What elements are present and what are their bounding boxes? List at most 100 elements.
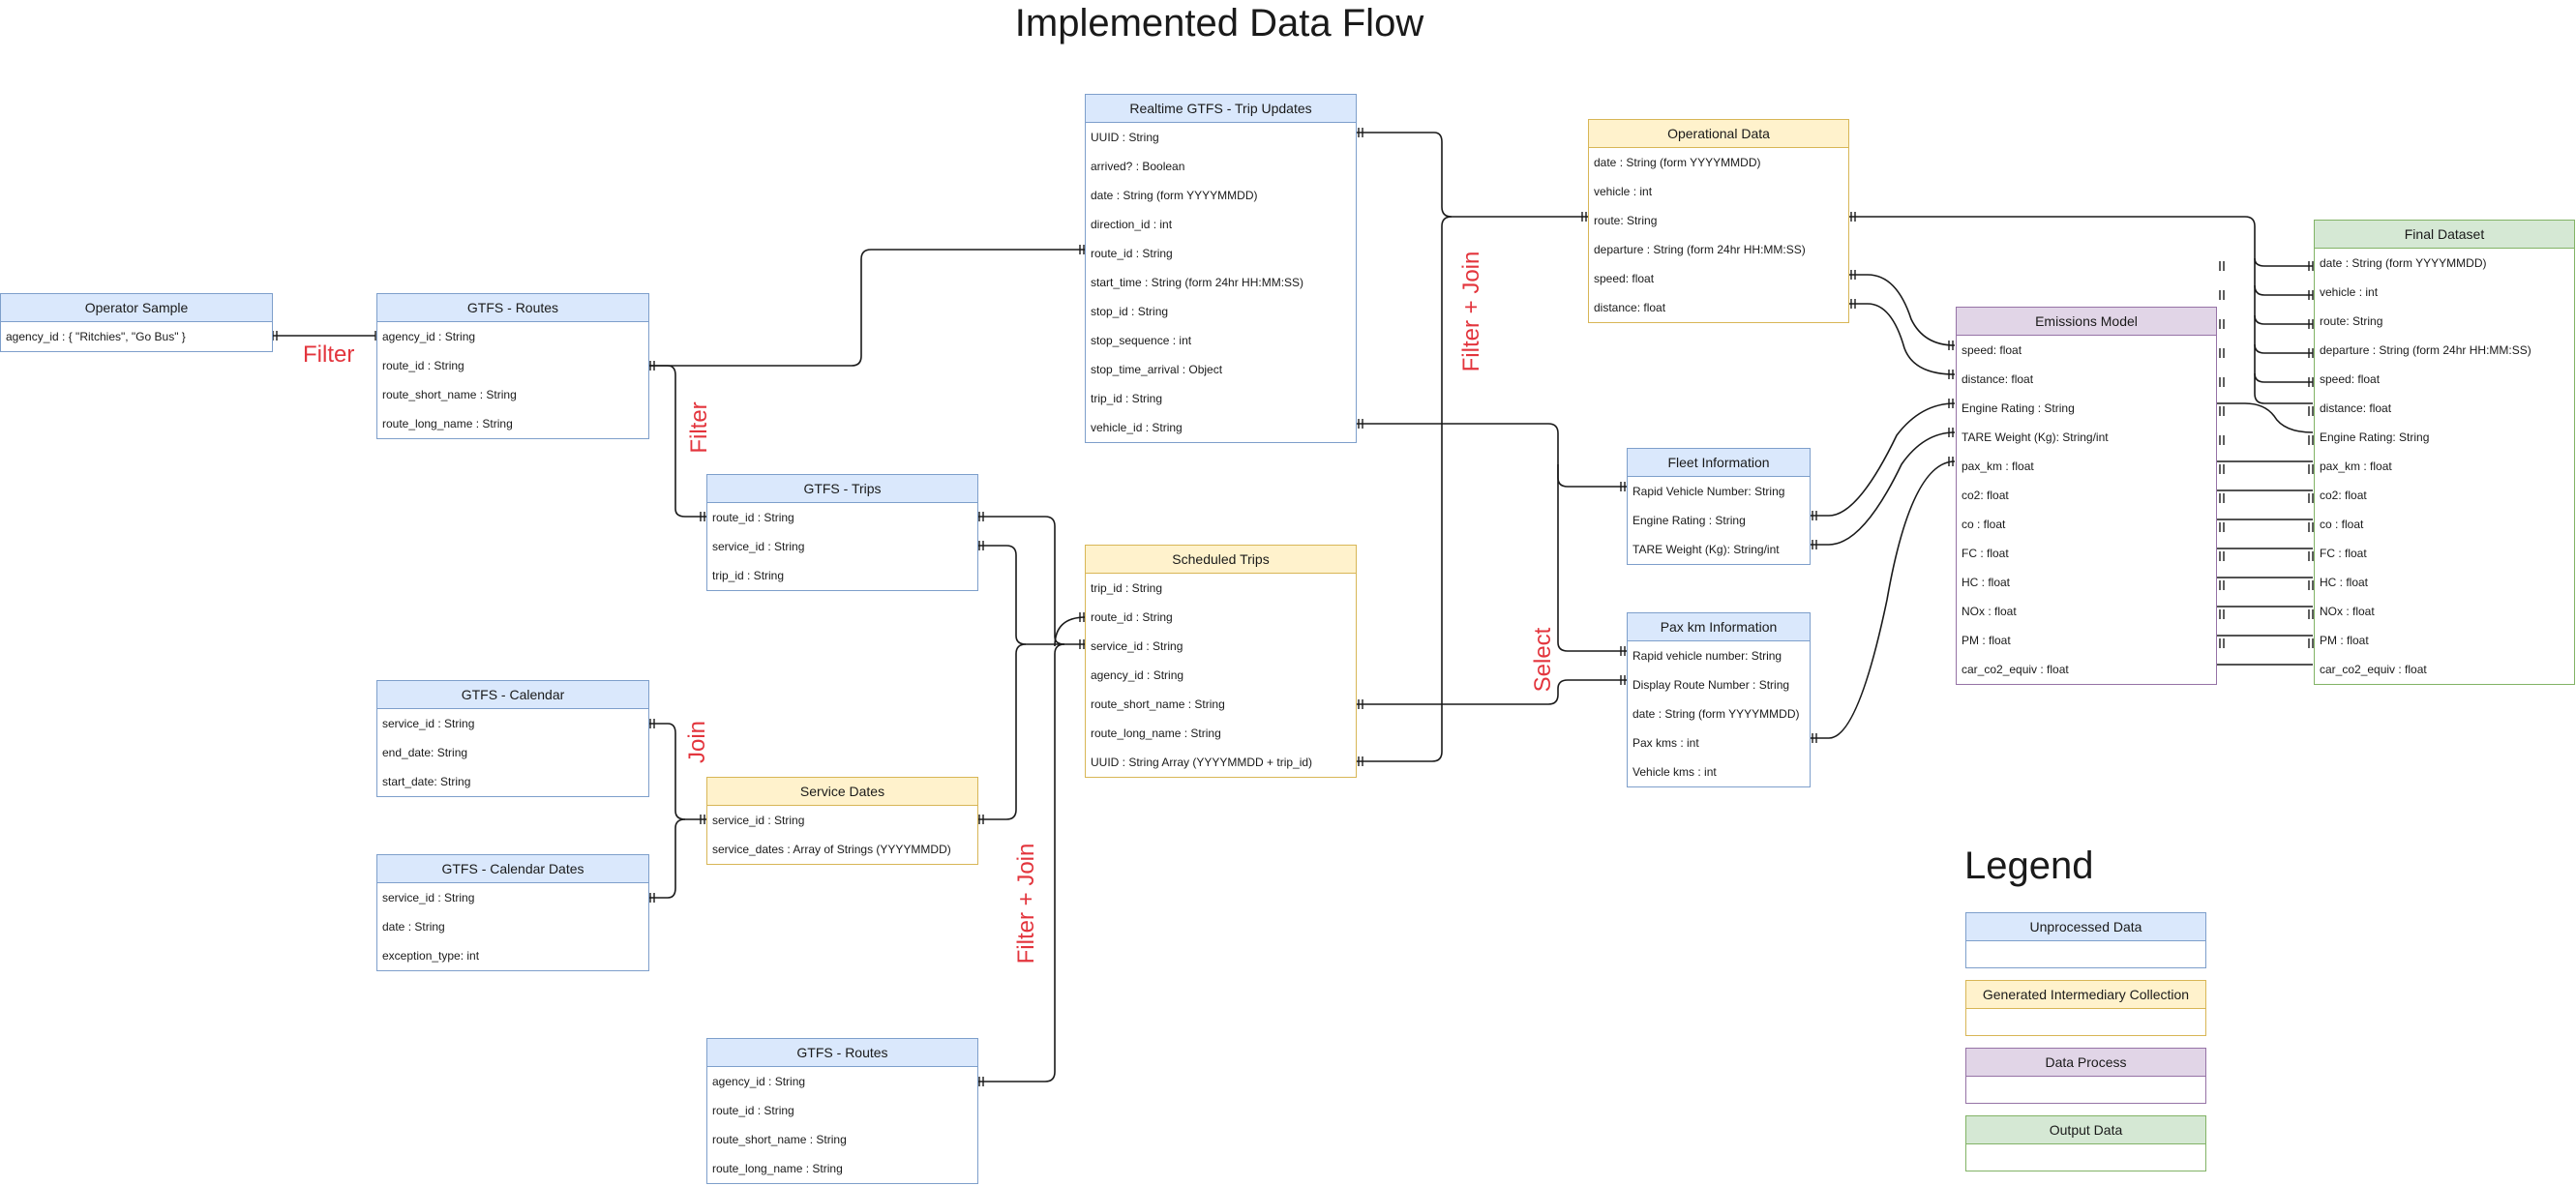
legend-item-label: Unprocessed Data xyxy=(1966,913,2205,941)
entity-fields: date : String (form YYYYMMDD)vehicle : i… xyxy=(1589,148,1848,322)
entity-header: Pax km Information xyxy=(1628,613,1810,641)
entity-field: route_id : String xyxy=(1091,610,1173,624)
entity-field: agency_id : String xyxy=(382,330,476,343)
operation-label-filter: Filter xyxy=(686,401,712,454)
entity-header: GTFS - Routes xyxy=(377,294,648,322)
entity-field: service_dates : Array of Strings (YYYYMM… xyxy=(712,843,951,856)
entity-field: agency_id : { "Ritchies", "Go Bus" } xyxy=(6,330,186,343)
entity-fleet-information[interactable]: Fleet Information Rapid Vehicle Number: … xyxy=(1627,448,1811,565)
entity-operational-data[interactable]: Operational Data date : String (form YYY… xyxy=(1588,119,1849,323)
entity-field: co2: float xyxy=(2320,489,2367,502)
entity-field: agency_id : String xyxy=(1091,668,1184,682)
entity-header: GTFS - Calendar xyxy=(377,681,648,709)
entity-field: route_id : String xyxy=(382,359,464,372)
entity-field: stop_time_arrival : Object xyxy=(1091,363,1223,376)
legend-item-unprocessed: Unprocessed Data xyxy=(1965,912,2206,968)
entity-field: vehicle : int xyxy=(2320,285,2379,299)
entity-field: stop_id : String xyxy=(1091,305,1169,318)
legend-item-process: Data Process xyxy=(1965,1048,2206,1104)
entity-header: Operational Data xyxy=(1589,120,1848,148)
entity-field: start_time : String (form 24hr HH:MM:SS) xyxy=(1091,276,1304,289)
entity-header: GTFS - Trips xyxy=(707,475,977,503)
entity-fields: date : String (form YYYYMMDD)vehicle : i… xyxy=(2315,249,2574,684)
entity-field: trip_id : String xyxy=(712,569,785,582)
entity-field: date : String xyxy=(382,920,445,934)
operation-label-filter-join: Filter + Join xyxy=(1458,251,1484,372)
entity-header: GTFS - Routes xyxy=(707,1039,977,1067)
entity-field: route_short_name : String xyxy=(1091,697,1225,711)
entity-field: UUID : String xyxy=(1091,131,1159,144)
operation-label-filter-join: Filter + Join xyxy=(1013,843,1039,964)
entity-field: TARE Weight (Kg): String/int xyxy=(1632,543,1780,556)
legend-item-output: Output Data xyxy=(1965,1115,2206,1171)
entity-field: car_co2_equiv : float xyxy=(2320,663,2427,676)
entity-field: departure : String (form 24hr HH:MM:SS) xyxy=(1594,243,1806,256)
entity-field: route_long_name : String xyxy=(382,417,513,430)
entity-gtfs-trips[interactable]: GTFS - Trips route_id : String service_id… xyxy=(706,474,978,591)
entity-field: route_long_name : String xyxy=(712,1162,843,1175)
entity-fields: trip_id : String route_id : String service… xyxy=(1086,574,1356,777)
entity-final-dataset[interactable]: Final Dataset date : String (form YYYYMM… xyxy=(2314,220,2575,685)
entity-field: car_co2_equiv : float xyxy=(1962,663,2069,676)
entity-field: Vehicle kms : int xyxy=(1632,765,1717,779)
entity-field: route_id : String xyxy=(712,1104,794,1117)
entity-field: co2: float xyxy=(1962,489,2009,502)
entity-field: distance: float xyxy=(1962,372,2034,386)
entity-field: route: String xyxy=(1594,214,1658,227)
entity-field: speed: float xyxy=(1594,272,1655,285)
entity-operator-sample[interactable]: Operator Sample agency_id : { "Ritchies"… xyxy=(0,293,273,352)
entity-field: route_short_name : String xyxy=(382,388,517,401)
entity-field: Engine Rating: String xyxy=(2320,430,2430,444)
entity-field: route: String xyxy=(2320,314,2383,328)
entity-gtfs-calendar-dates[interactable]: GTFS - Calendar Dates service_id : Strin… xyxy=(376,854,649,971)
entity-field: route_long_name : String xyxy=(1091,726,1221,740)
entity-field: date : String (form YYYYMMDD) xyxy=(1091,189,1258,202)
operation-label-select: Select xyxy=(1530,627,1556,693)
entity-field: trip_id : String xyxy=(1091,581,1163,595)
entity-header: Emissions Model xyxy=(1957,308,2216,336)
entity-field: service_id : String xyxy=(712,540,805,553)
entity-field: date : String (form YYYYMMDD) xyxy=(1632,707,1800,721)
entity-field: Rapid vehicle number: String xyxy=(1632,649,1782,663)
entity-field: pax_km : float xyxy=(2320,460,2392,473)
legend-item-label: Output Data xyxy=(1966,1116,2205,1144)
entity-field: route_short_name : String xyxy=(712,1133,847,1146)
entity-field: start_date: String xyxy=(382,775,471,788)
legend-title: Legend xyxy=(1964,845,2094,887)
entity-field: exception_type: int xyxy=(382,949,480,963)
entity-header: Service Dates xyxy=(707,778,977,806)
legend-item-label: Generated Intermediary Collection xyxy=(1966,981,2205,1009)
entity-field: co : float xyxy=(2320,518,2364,531)
entity-field: Pax kms : int xyxy=(1632,736,1699,750)
entity-field: NOx : float xyxy=(1962,605,2017,618)
entity-field: vehicle_id : String xyxy=(1091,421,1183,434)
entity-field: stop_sequence : int xyxy=(1091,334,1192,347)
entity-field: speed: float xyxy=(2320,372,2381,386)
entity-realtime-trip-updates[interactable]: Realtime GTFS - Trip Updates UUID : Stri… xyxy=(1085,94,1357,443)
entity-field: vehicle : int xyxy=(1594,185,1653,198)
entity-field: arrived? : Boolean xyxy=(1091,160,1185,173)
entity-fields: agency_id : { "Ritchies", "Go Bus" } xyxy=(1,322,272,351)
entity-field: route_id : String xyxy=(712,511,794,524)
legend-item-label: Data Process xyxy=(1966,1049,2205,1077)
entity-gtfs-routes[interactable]: GTFS - Routes agency_id : String route_id… xyxy=(376,293,649,439)
entity-field: FC : float xyxy=(2320,547,2367,560)
entity-field: HC : float xyxy=(1962,576,2011,589)
entity-field: service_id : String xyxy=(382,717,475,730)
entity-pax-km-information[interactable]: Pax km Information Rapid vehicle number:… xyxy=(1627,612,1811,787)
legend-item-intermediary: Generated Intermediary Collection xyxy=(1965,980,2206,1036)
entity-field: Rapid Vehicle Number: String xyxy=(1632,485,1785,498)
entity-fields: route_id : String service_id : String trip… xyxy=(707,503,977,590)
entity-header: Realtime GTFS - Trip Updates xyxy=(1086,95,1356,123)
entity-field: service_id : String xyxy=(1091,639,1183,653)
